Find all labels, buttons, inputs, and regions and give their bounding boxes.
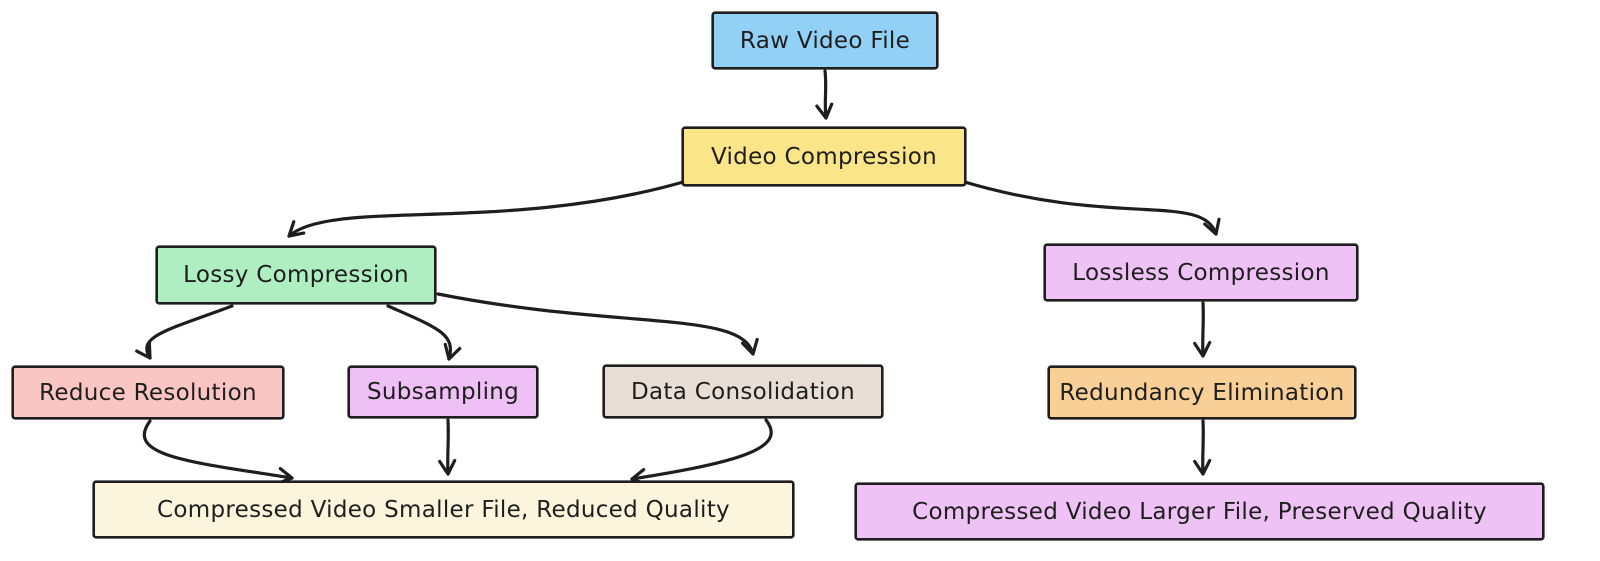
node-video-compression: Video Compression [682, 127, 966, 186]
node-label: Lossy Compression [183, 262, 409, 288]
node-redundancy-elimination: Redundancy Elimination [1048, 366, 1356, 419]
node-label: Video Compression [710, 143, 938, 170]
node-compressed-video-larger: Compressed Video Larger File, Preserved … [855, 483, 1544, 540]
arrow-video-compression-to-lossless [956, 178, 1221, 236]
arrow-video-compression-to-lossy [287, 178, 692, 238]
arrow-lossy-to-data-consolidation [436, 292, 759, 356]
node-subsampling: Subsampling [348, 366, 538, 418]
node-compressed-video-smaller: Compressed Video Smaller File, Reduced Q… [93, 481, 794, 538]
node-reduce-resolution: Reduce Resolution [12, 366, 284, 419]
node-label: Data Consolidation [631, 378, 855, 405]
arrow-lossless-to-redundancy-elimination [1193, 301, 1212, 358]
node-lossless-compression: Lossless Compression [1044, 244, 1358, 301]
arrow-raw-to-video-compression [815, 69, 834, 120]
node-label: Compressed Video Smaller File, Reduced Q… [157, 496, 730, 523]
arrow-subsampling-to-compressed-smaller [438, 418, 457, 476]
node-lossy-compression: Lossy Compression [156, 246, 436, 304]
node-label: Raw Video File [739, 27, 911, 54]
node-label: Subsampling [366, 379, 520, 405]
node-raw-video-file: Raw Video File [712, 12, 938, 69]
arrow-data-consolidation-to-compressed-smaller [630, 418, 773, 486]
node-label: Reduce Resolution [39, 379, 257, 406]
arrow-lossy-to-subsampling [386, 304, 462, 361]
node-label: Compressed Video Larger File, Preserved … [912, 498, 1487, 525]
node-label: Redundancy Elimination [1059, 379, 1345, 406]
node-label: Lossless Compression [1072, 259, 1330, 286]
arrow-lossy-to-reduce-resolution [135, 304, 234, 360]
arrow-reduce-resolution-to-compressed-smaller [142, 419, 294, 485]
arrow-redundancy-elimination-to-compressed-larger [1193, 419, 1212, 476]
node-data-consolidation: Data Consolidation [603, 365, 883, 418]
